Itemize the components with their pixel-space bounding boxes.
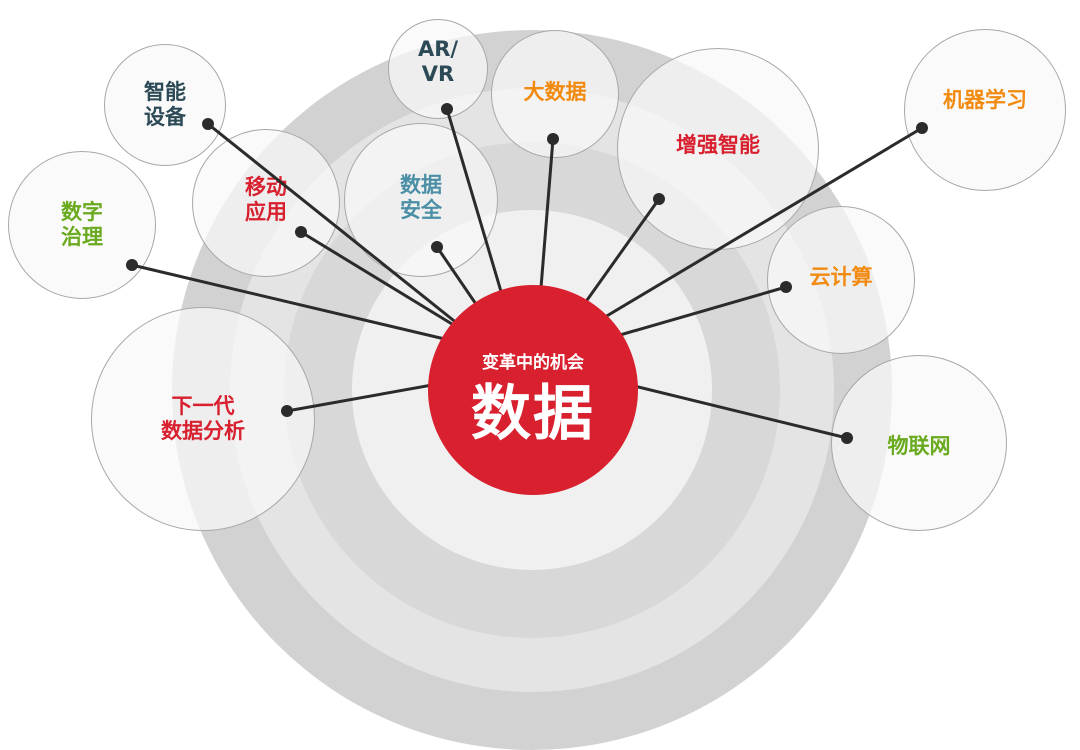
dot-icon xyxy=(202,118,214,130)
node-label: 云计算 xyxy=(809,264,873,289)
center-node[interactable]: 变革中的机会 数据 xyxy=(428,285,638,495)
dot-icon xyxy=(126,259,138,271)
connector-digital-governance xyxy=(130,263,472,347)
node-ar-vr[interactable]: AR/ VR xyxy=(388,19,488,119)
dot-icon xyxy=(441,103,453,115)
node-label: 机器学习 xyxy=(943,87,1027,112)
dot-icon xyxy=(653,193,665,205)
connector-data-security xyxy=(435,245,482,312)
dot-icon xyxy=(841,432,853,444)
node-label: 数据 安全 xyxy=(400,173,442,222)
node-label: 大数据 xyxy=(523,79,587,104)
node-label: AR/ VR xyxy=(417,37,459,86)
connector-lines xyxy=(126,103,928,444)
node-label: 物联网 xyxy=(887,433,951,458)
node-machine-learning[interactable]: 机器学习 xyxy=(904,29,1066,191)
node-label: 增强智能 xyxy=(676,132,760,157)
center-title: 数据 xyxy=(471,378,595,449)
dot-icon xyxy=(916,122,928,134)
node-label: 智能 设备 xyxy=(144,80,186,129)
node-label: 移动 应用 xyxy=(245,175,287,224)
node-augmented-intelligence[interactable]: 增强智能 xyxy=(617,48,819,250)
connector-smart-devices xyxy=(206,122,480,342)
connector-big-data xyxy=(538,137,555,302)
dot-icon xyxy=(281,405,293,417)
dot-icon xyxy=(547,133,559,145)
connector-cloud-computing xyxy=(618,285,788,337)
connector-mobile-apps xyxy=(299,230,472,337)
node-label: 数字 治理 xyxy=(61,200,103,249)
center-subtitle: 变革中的机会 xyxy=(482,352,584,373)
node-data-security[interactable]: 数据 安全 xyxy=(344,123,498,277)
connector-machine-learning xyxy=(598,126,924,322)
connector-augmented-intelligence xyxy=(578,197,661,312)
node-smart-devices[interactable]: 智能 设备 xyxy=(104,44,226,166)
dot-icon xyxy=(295,226,307,238)
node-iot[interactable]: 物联网 xyxy=(831,355,1007,531)
node-mobile-apps[interactable]: 移动 应用 xyxy=(192,129,340,277)
node-cloud-computing[interactable]: 云计算 xyxy=(767,206,915,354)
dot-icon xyxy=(431,241,443,253)
node-next-gen-analytics[interactable]: 下一代 数据分析 xyxy=(91,307,315,531)
data-opportunity-diagram: 智能 设备 数字 治理 移动 应用 AR/ VR 数据 安全 大数据 增强智能 … xyxy=(8,19,1066,750)
connector-ar-vr xyxy=(445,107,507,307)
connector-iot xyxy=(628,383,849,440)
node-label: 下一代 数据分析 xyxy=(161,394,245,443)
dot-icon xyxy=(780,281,792,293)
node-digital-governance[interactable]: 数字 治理 xyxy=(8,151,156,299)
